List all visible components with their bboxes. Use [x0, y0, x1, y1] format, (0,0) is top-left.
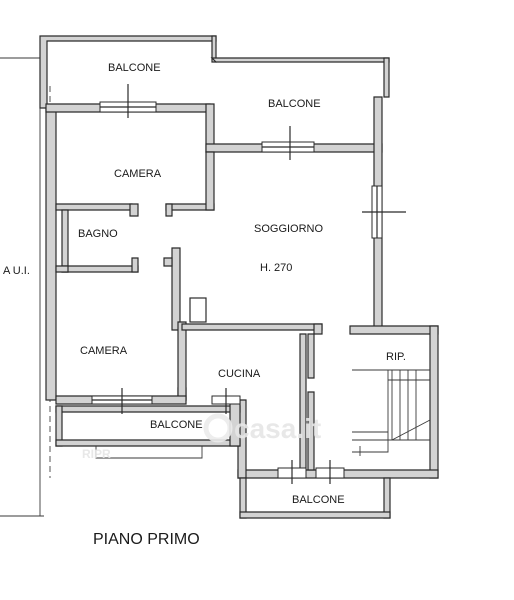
- label-rip: RIP.: [386, 351, 406, 363]
- watermark-text: casa.it: [234, 413, 321, 444]
- label-balcone-bottom-left: BALCONE: [150, 419, 203, 431]
- label-camera-top: CAMERA: [114, 168, 162, 180]
- label-balcone-top-right: BALCONE: [268, 98, 321, 110]
- label-cucina: CUCINA: [218, 368, 261, 380]
- staircase: [352, 369, 431, 456]
- windows: [91, 84, 406, 484]
- label-adjacent-unit: A U.I.: [3, 265, 30, 277]
- label-camera-bottom: CAMERA: [80, 345, 128, 357]
- label-bagno: BAGNO: [78, 228, 118, 240]
- watermark-subtext: RIPR: [82, 447, 111, 461]
- balcony-bottom-right: [239, 477, 391, 519]
- label-height: H. 270: [260, 262, 292, 274]
- balcony-top-walls: [39, 35, 390, 109]
- label-soggiorno: SOGGIORNO: [254, 223, 324, 235]
- label-balcone-top-left: BALCONE: [108, 62, 161, 74]
- shaft: [189, 297, 207, 323]
- adjacent-unit-outline: [0, 57, 44, 517]
- label-balcone-bottom-right: BALCONE: [292, 494, 345, 506]
- floor-title: PIANO PRIMO: [93, 531, 200, 548]
- interior-walls: [55, 151, 323, 471]
- watermark: casa.it RIPR: [82, 413, 321, 461]
- balcony-bottom-left: [55, 399, 241, 459]
